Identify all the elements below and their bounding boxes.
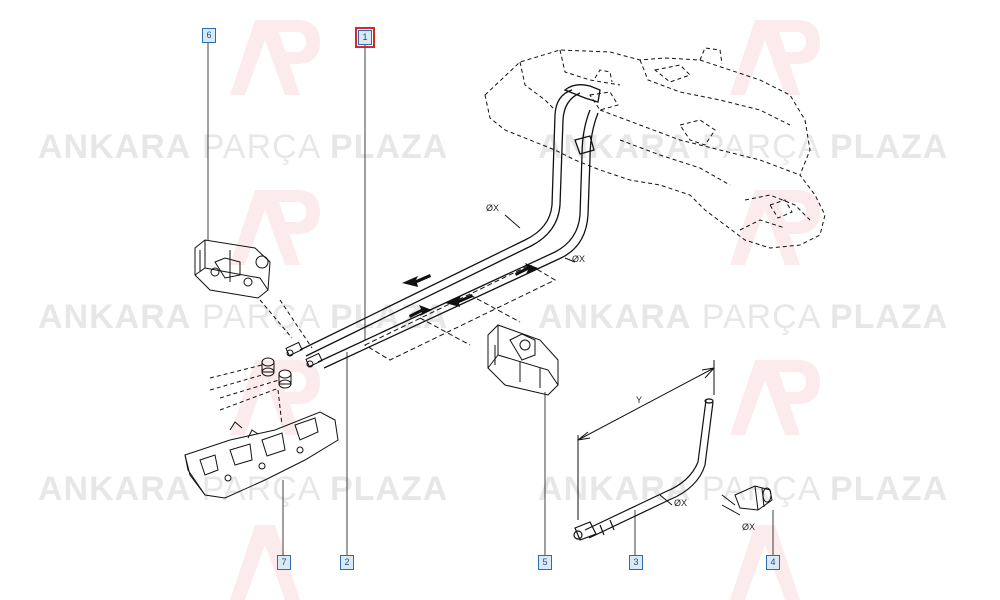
part-6-clip-block	[194, 239, 271, 299]
grommet	[261, 357, 292, 389]
callout-part-4[interactable]: 4	[766, 555, 780, 570]
callout-part-5[interactable]: 5	[538, 555, 552, 570]
callout-part-6[interactable]: 6	[202, 28, 216, 43]
callout-part-7[interactable]: 7	[277, 555, 291, 570]
part-7-bracket	[184, 411, 339, 499]
part-4-connector	[721, 485, 773, 516]
diameter-leader	[564, 257, 576, 263]
fuel-pipe-pair	[299, 84, 601, 369]
watermark-text: ANKARA PARÇA PLAZA	[538, 298, 949, 336]
fuel-tank-outline	[484, 47, 826, 249]
callout-leaders	[207, 42, 774, 555]
part-5-clip-block	[487, 324, 559, 396]
watermark-text: ANKARA PARÇA PLAZA	[538, 470, 949, 508]
alignment-dash	[259, 299, 313, 349]
diameter-label: ØX	[674, 498, 688, 508]
callout-part-1[interactable]: 1	[355, 27, 375, 48]
pipe-end-fitting	[285, 341, 323, 368]
alignment-dash	[209, 364, 283, 426]
watermark-text: ANKARA PARÇA PLAZA	[538, 128, 949, 166]
part-3-bent-tube	[573, 398, 714, 541]
diameter-leader	[659, 494, 673, 506]
ap-logo-icon	[230, 20, 320, 95]
callout-part-2[interactable]: 2	[340, 555, 354, 570]
length-label: Y	[636, 395, 643, 405]
watermark-text: ANKARA PARÇA PLAZA	[38, 298, 449, 336]
watermark-text: ANKARA PARÇA PLAZA	[38, 470, 449, 508]
watermark-text: ANKARA PARÇA PLAZA	[38, 128, 449, 166]
dimension-y	[577, 360, 715, 520]
flow-arrow	[402, 263, 538, 318]
diameter-label: ØX	[486, 203, 500, 213]
callout-part-3[interactable]: 3	[629, 555, 643, 570]
diameter-label: ØX	[572, 254, 586, 264]
clip-zone-dashed	[363, 264, 557, 361]
diameter-leader	[504, 214, 521, 229]
diameter-label: ØX	[742, 522, 756, 532]
